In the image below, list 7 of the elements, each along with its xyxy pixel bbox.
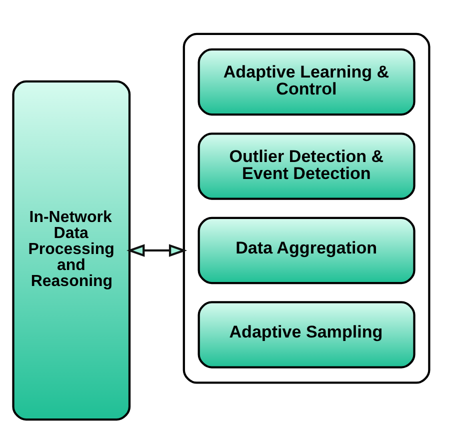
arrow (126, 244, 187, 257)
cluster (182, 32, 430, 384)
node-box: In-Network Data Processing and Reasoning (12, 80, 130, 421)
node-box: Adaptive Sampling (197, 301, 415, 368)
node-box: Data Aggregation (197, 216, 415, 284)
node-box: Outlier Detection & Event Detection (197, 132, 415, 200)
node-box: Adaptive Learning & Control (197, 48, 415, 116)
